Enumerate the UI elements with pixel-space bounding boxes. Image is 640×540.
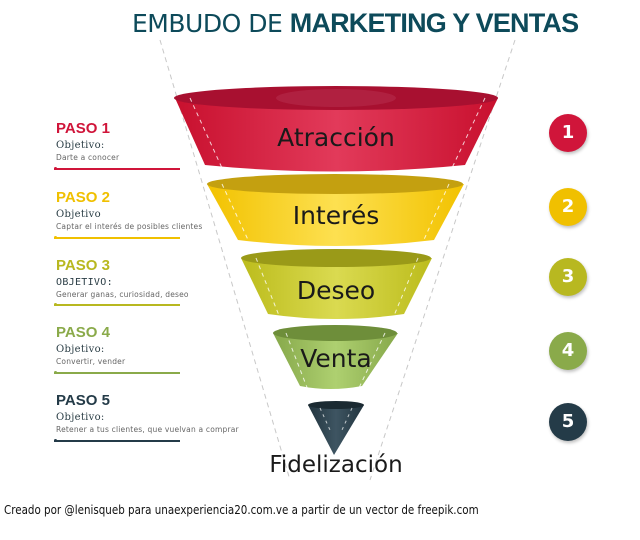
step-objective-label: Objetivo: — [56, 344, 105, 355]
step-divider — [54, 303, 180, 306]
step-label: PASO 5 — [56, 392, 110, 409]
stage-label-venta: Venta — [300, 344, 372, 373]
title-bold: MARKETING Y VENTAS — [289, 8, 579, 38]
step-3: PASO 3 OBJETIVO: Generar ganas, curiosid… — [54, 257, 189, 306]
stage-label-fidelizacion: Fidelización — [269, 452, 403, 478]
step-4: PASO 4 Objetivo: Convertir, vender — [54, 324, 186, 374]
step-5: PASO 5 Objetivo: Retener a tus clientes,… — [54, 392, 239, 442]
step-description: Retener a tus clientes, que vuelvan a co… — [56, 425, 239, 434]
step-badge-4: 4 — [549, 332, 587, 370]
step-objective-label: OBJETIVO: — [56, 277, 113, 288]
step-label: PASO 4 — [56, 324, 110, 341]
funnel-stage-3 — [241, 249, 432, 319]
step-description: Darte a conocer — [56, 153, 120, 162]
step-objective-label: Objetivo: — [56, 412, 105, 423]
step-label: PASO 1 — [56, 120, 110, 137]
step-badge-5: 5 — [549, 403, 587, 441]
funnel-stage-5 — [308, 401, 364, 455]
step-badge-3: 3 — [549, 258, 587, 296]
step-divider — [54, 236, 180, 239]
stage-label-deseo: Deseo — [296, 276, 376, 305]
stage-label-atraccion: Atracción — [277, 123, 395, 152]
step-divider — [54, 167, 180, 170]
step-badge-2: 2 — [549, 188, 587, 226]
funnel-stage-1 — [174, 86, 498, 172]
step-label: PASO 2 — [56, 189, 110, 206]
step-description: Convertir, vender — [56, 357, 126, 366]
step-label: PASO 3 — [56, 257, 110, 274]
step-objective-label: Objetivo: — [56, 140, 105, 151]
step-description: Generar ganas, curiosidad, deseo — [56, 290, 189, 299]
step-divider — [54, 371, 180, 374]
step-2: PASO 2 Objetivo Captar el interés de pos… — [54, 189, 203, 239]
step-objective-label: Objetivo — [56, 209, 101, 220]
stage-label-interes: Interés — [292, 201, 380, 230]
page-title: EMBUDO DE MARKETING Y VENTAS — [132, 8, 579, 39]
step-1: PASO 1 Objetivo: Darte a conocer — [54, 120, 186, 170]
step-badge-1: 1 — [549, 114, 587, 152]
step-description: Captar el interés de posibles clientes — [56, 222, 203, 231]
funnel-stage-4 — [273, 325, 398, 391]
step-divider — [54, 439, 180, 442]
credit-text: Creado por @lenisqueb para unaexperienci… — [4, 503, 479, 517]
title-light: EMBUDO DE — [132, 9, 290, 38]
funnel-stage-2 — [207, 174, 464, 246]
